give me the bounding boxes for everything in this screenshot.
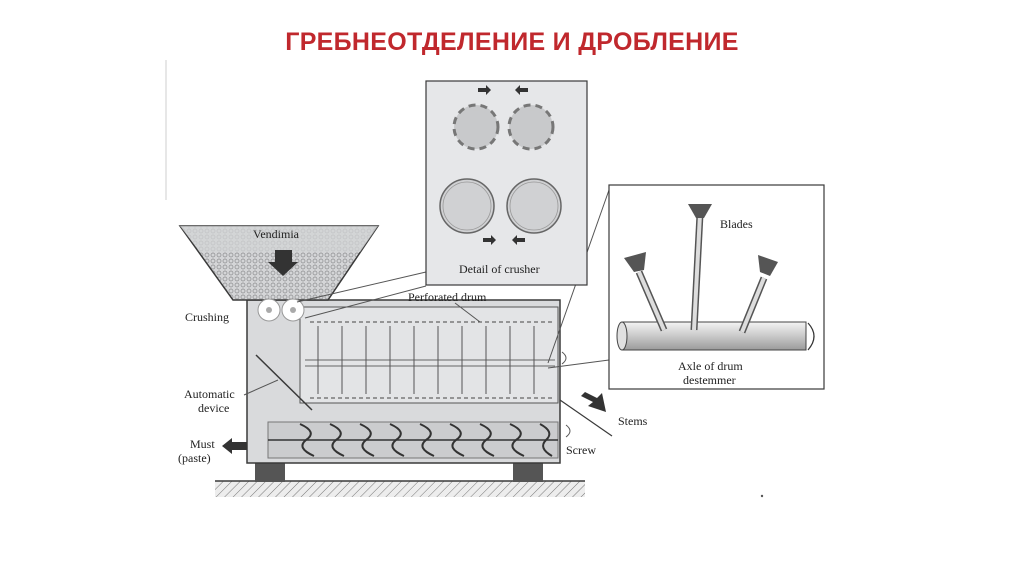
label-perforated-drum: Perforated drum — [408, 290, 487, 304]
axle-rotation-arrow-icon — [807, 322, 815, 351]
must-arrow-icon — [222, 438, 247, 454]
screw-conveyor — [267, 421, 559, 459]
hopper — [178, 225, 380, 301]
axle-blades-inset — [608, 184, 825, 390]
slide-title: ГРЕБНЕОТДЕЛЕНИЕ И ДРОБЛЕНИЕ — [285, 28, 739, 56]
stems-arrow-icon — [581, 392, 606, 412]
detail-of-crusher-inset — [425, 80, 588, 286]
label-stems: Stems — [618, 414, 648, 428]
label-axle-line2: destemmer — [683, 373, 736, 387]
rotation-arrow-icon — [565, 424, 571, 438]
label-detail-of-crusher: Detail of crusher — [459, 262, 540, 276]
label-blades: Blades — [720, 217, 753, 231]
label-screw: Screw — [566, 443, 596, 457]
roller-rotation-arrow-icon — [483, 235, 496, 245]
automatic-device — [255, 354, 313, 411]
label-must-line1: Must — [190, 437, 215, 451]
label-must-line2: (paste) — [178, 451, 211, 465]
gear-rotation-arrow-icon — [515, 85, 528, 95]
rotation-arrow-icon — [561, 351, 567, 365]
label-axle-line1: Axle of drum — [678, 359, 743, 373]
gear-rotation-arrow-icon — [478, 85, 491, 95]
label-automatic-device-line1: Automatic — [184, 387, 235, 401]
roller-rotation-arrow-icon — [512, 235, 525, 245]
label-vendimia: Vendimia — [253, 227, 300, 241]
ground — [215, 462, 585, 497]
perforated-drum — [305, 321, 555, 399]
label-crushing: Crushing — [185, 310, 229, 324]
crusher-rollers — [257, 298, 305, 322]
vendimia-arrow-icon — [268, 250, 298, 276]
label-automatic-device-line2: device — [198, 401, 229, 415]
